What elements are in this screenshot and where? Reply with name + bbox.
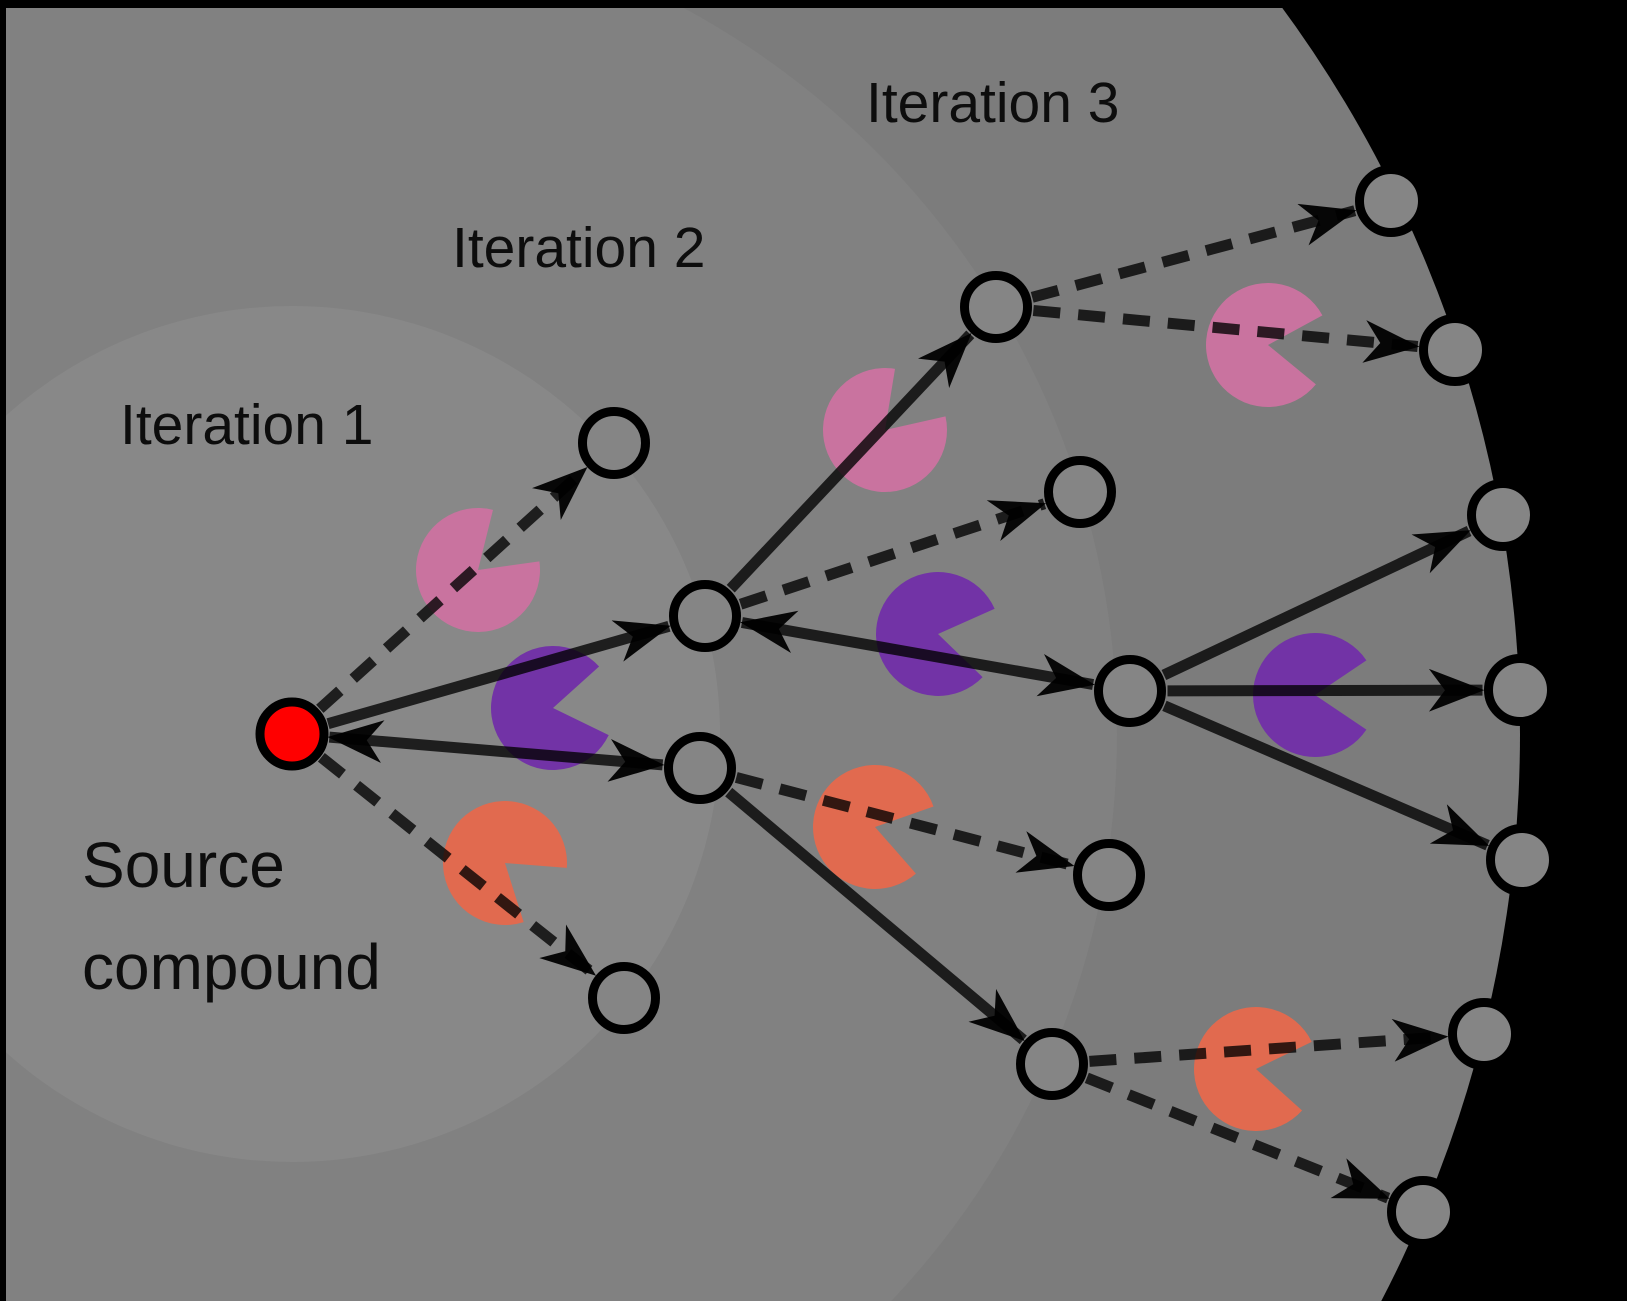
left-border xyxy=(0,0,6,1301)
compound-node-i2c xyxy=(1094,655,1166,727)
edge-i2c-i3e-solid xyxy=(1162,700,1490,851)
enzyme-pacman-pink-1 xyxy=(415,507,540,632)
enzyme-pacman-orange-2 xyxy=(813,764,934,889)
source-compound-node xyxy=(255,697,329,771)
edge-source-i1d-dashed xyxy=(317,753,599,979)
edge-i1b-i2b-dashed xyxy=(738,498,1047,610)
enzyme-pacman-pink-3 xyxy=(1206,282,1323,407)
compound-node-i1a xyxy=(578,407,650,479)
compound-node-i2a xyxy=(960,271,1032,343)
edge-source-i1c-solid xyxy=(327,720,665,782)
edge-i2a-i3b-dashed xyxy=(1032,305,1420,363)
iteration-2-label: Iteration 2 xyxy=(452,216,706,280)
enzyme-pacman-orange-1 xyxy=(442,800,568,925)
edge-i2e-i3f-dashed xyxy=(1089,1018,1449,1067)
compound-node-i3b xyxy=(1419,314,1491,386)
edge-source-i1a-dashed xyxy=(316,464,590,713)
compound-node-i3g xyxy=(1387,1176,1459,1248)
iteration-1-label: Iteration 1 xyxy=(120,393,374,457)
edge-i2a-i3a-dashed xyxy=(1030,203,1357,303)
compound-node-i1d xyxy=(588,962,660,1034)
compound-node-i3c xyxy=(1467,479,1539,551)
compound-node-i3f xyxy=(1448,998,1520,1070)
source-compound-label: Source compound xyxy=(82,829,381,1004)
compound-node-i2d xyxy=(1073,839,1145,911)
iteration-3-label: Iteration 3 xyxy=(866,71,1120,135)
edge-source-i1b-solid xyxy=(326,620,671,729)
compound-node-i3e xyxy=(1486,824,1558,896)
edge-i2e-i3g-dashed xyxy=(1084,1072,1391,1204)
edge-i1c-i2e-solid xyxy=(725,787,1027,1045)
edge-i1b-i2a-solid xyxy=(726,330,975,593)
edge-i1c-i2d-dashed xyxy=(734,772,1075,873)
compound-node-i2e xyxy=(1016,1028,1088,1100)
compound-node-i3a xyxy=(1355,165,1427,237)
top-border xyxy=(0,0,1627,8)
compound-node-i1b xyxy=(669,580,741,652)
compound-node-i2b xyxy=(1044,456,1116,528)
enzyme-pacman-orange-3 xyxy=(1194,1007,1312,1131)
compound-node-i3d xyxy=(1484,654,1556,726)
edge-i1b-i2c-solid xyxy=(740,610,1095,697)
edge-i2c-i3d-solid xyxy=(1167,668,1485,712)
compound-node-i1c xyxy=(664,732,736,804)
edge-i2c-i3c-solid xyxy=(1161,526,1472,680)
